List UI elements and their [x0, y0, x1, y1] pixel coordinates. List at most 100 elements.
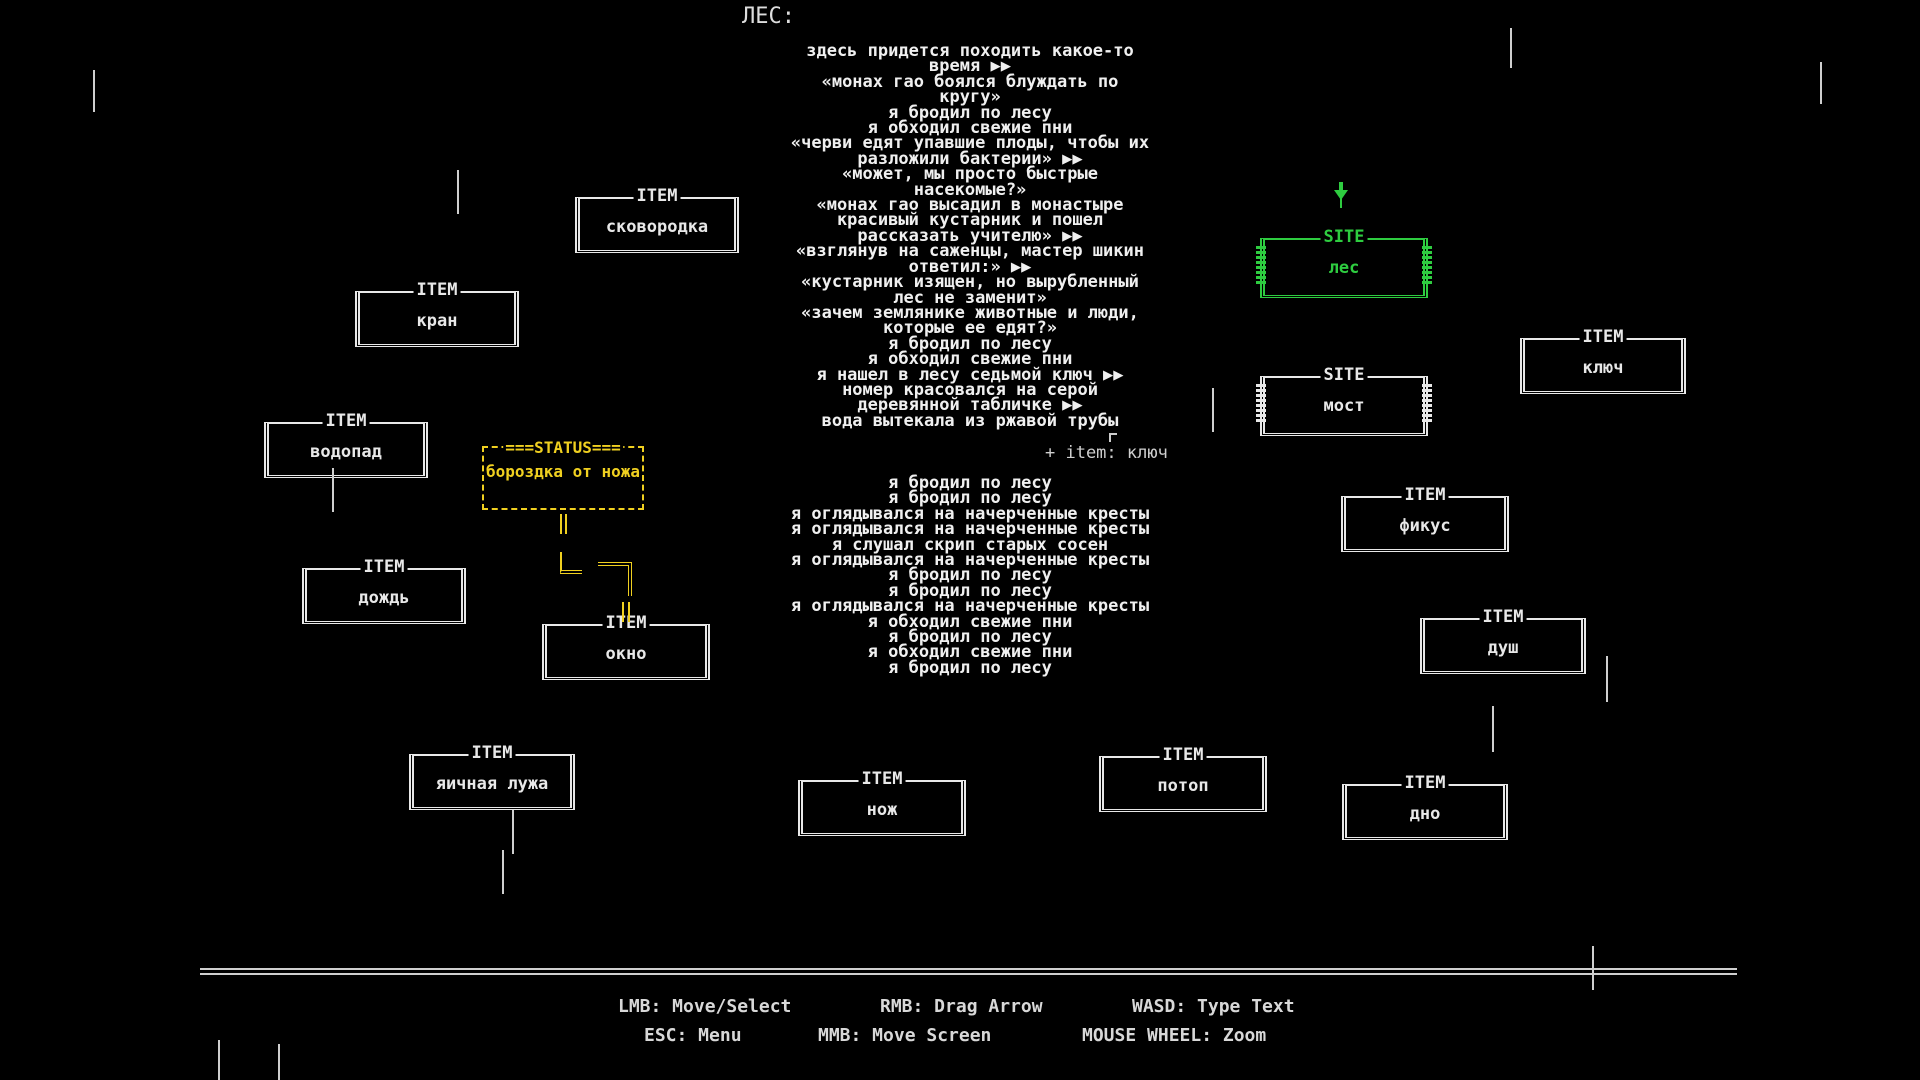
log-line: я бродил по лесу	[888, 627, 1052, 648]
log-line: я оглядывался на начерченные кресты	[790, 519, 1150, 540]
scratch-line	[502, 850, 504, 894]
log-top: здесь придется походить какое-то время ▶…	[730, 41, 1210, 431]
status-connector	[560, 552, 582, 574]
hint-lmb: LMB: Move/Select	[618, 996, 792, 1017]
site-node-header: SITE	[1320, 365, 1368, 385]
item-node-label: фикус	[1399, 516, 1451, 536]
item-node-label: окно	[605, 644, 647, 664]
item-node-vodopad[interactable]: ITEM водопад	[264, 411, 428, 478]
scratch-line	[512, 810, 514, 854]
status-connector	[622, 602, 630, 622]
item-node-klyuch[interactable]: ITEM ключ	[1520, 327, 1686, 394]
log-line: лес не заменит»	[893, 287, 1047, 308]
site-node-most[interactable]: SITE мост	[1256, 365, 1432, 436]
log-line: кругу»	[939, 87, 1001, 108]
log-line: я бродил по лесу	[888, 488, 1052, 509]
log-line: я обходил свежие пни	[867, 642, 1073, 663]
scratch-line	[218, 1040, 220, 1080]
status-node[interactable]: ===STATUS=== бороздка от ножа	[482, 438, 644, 510]
item-node-label: сковородка	[605, 217, 709, 237]
item-node-header: ITEM	[468, 743, 516, 763]
item-node-label: нож	[866, 800, 898, 820]
log-line: я оглядывался на начерченные кресты	[790, 596, 1150, 617]
item-node-kran[interactable]: ITEM кран	[355, 280, 519, 347]
scratch-line	[332, 468, 334, 512]
item-node-header: ITEM	[1401, 485, 1449, 505]
item-node-okno[interactable]: ITEM окно	[542, 613, 710, 680]
item-node-header: ITEM	[322, 411, 370, 431]
item-node-label: водопад	[310, 442, 382, 462]
item-node-header: ITEM	[360, 557, 408, 577]
log-line: деревянной табличке ▶▶	[857, 395, 1083, 416]
log-line: которые ее едят?»	[883, 318, 1057, 339]
item-node-dozhd[interactable]: ITEM дождь	[302, 557, 466, 624]
item-node-label: дно	[1409, 804, 1441, 824]
item-node-label: потоп	[1157, 776, 1209, 796]
site-node-label: лес	[1328, 258, 1360, 278]
item-added-note: + item: ключ	[1045, 433, 1168, 463]
log-line: «монах гао боялся блуждать по	[821, 71, 1119, 92]
site-node-les[interactable]: SITE лес	[1256, 227, 1432, 298]
item-node-header: ITEM	[602, 613, 650, 633]
site-node-header: SITE	[1320, 227, 1368, 247]
site-node-label: мост	[1323, 396, 1365, 416]
log-line: я оглядывался на начерченные кресты	[790, 503, 1150, 524]
scratch-line	[1510, 28, 1512, 68]
log-line: здесь придется походить какое-то	[806, 41, 1134, 61]
log-line: «кустарник изящен, но вырубленный	[801, 272, 1139, 293]
log-line: красивый кустарник и пошел	[836, 210, 1104, 231]
hint-wasd: WASD: Type Text	[1132, 996, 1295, 1017]
log-line: я обходил свежие пни	[867, 349, 1073, 370]
item-node-label: яичная лужа	[435, 774, 549, 794]
scratch-line	[1492, 706, 1494, 752]
item-node-header: ITEM	[413, 280, 461, 300]
log-line: я бродил по лесу	[888, 102, 1052, 123]
log-bottom: я бродил по лесу я бродил по лесу я огля…	[730, 474, 1210, 678]
log-line: я слушал скрип старых сосен	[831, 534, 1109, 555]
item-node-label: кран	[416, 311, 458, 331]
item-node-yaichnaya-luzha[interactable]: ITEM яичная лужа	[409, 743, 575, 810]
status-node-header: ===STATUS===	[503, 438, 623, 457]
log-line: я бродил по лесу	[888, 657, 1052, 678]
log-line: «взглянув на саженцы, мастер шикин	[796, 241, 1144, 262]
item-node-skovorodka[interactable]: ITEM сковородка	[575, 186, 739, 253]
hint-wheel: MOUSE WHEEL: Zoom	[1082, 1025, 1267, 1046]
item-node-label: дождь	[358, 588, 410, 608]
scratch-line	[1820, 62, 1822, 104]
status-node-label: бороздка от ножа	[485, 462, 641, 481]
log-line: вода вытекала из ржавой трубы	[821, 410, 1119, 431]
scratch-line	[1212, 388, 1214, 432]
status-connector	[560, 514, 567, 534]
item-node-header: ITEM	[1579, 327, 1627, 347]
log-line: «зачем землянике животные и люди,	[801, 302, 1139, 323]
item-node-header: ITEM	[1479, 607, 1527, 627]
log-line: я обходил свежие пни	[867, 611, 1073, 632]
item-node-label: ключ	[1582, 358, 1624, 378]
item-node-nozh[interactable]: ITEM нож	[798, 769, 966, 836]
item-node-potop[interactable]: ITEM потоп	[1099, 745, 1267, 812]
scratch-line	[93, 70, 95, 112]
item-node-label: душ	[1487, 638, 1519, 658]
item-node-header: ITEM	[633, 186, 681, 206]
status-connector	[598, 562, 632, 596]
log-line: «черви едят упавшие плоды, чтобы их	[790, 133, 1150, 154]
log-line: я обходил свежие пни	[867, 118, 1073, 139]
item-node-fikus[interactable]: ITEM фикус	[1341, 485, 1509, 552]
log-line: я бродил по лесу	[888, 333, 1052, 354]
hint-esc: ESC: Menu	[644, 1025, 742, 1046]
hint-rmb: RMB: Drag Arrow	[880, 996, 1043, 1017]
log-line: я оглядывался на начерченные кресты	[790, 550, 1150, 571]
pin-icon	[1334, 182, 1348, 208]
hint-mmb: MMB: Move Screen	[818, 1025, 992, 1046]
item-node-header: ITEM	[1401, 773, 1449, 793]
log-line: «монах гао высадил в монастыре	[816, 195, 1124, 216]
log-line: «может, мы просто быстрые	[842, 164, 1098, 185]
item-node-dno[interactable]: ITEM дно	[1342, 773, 1508, 840]
item-node-header: ITEM	[1159, 745, 1207, 765]
scratch-line	[1606, 656, 1608, 702]
item-node-header: ITEM	[858, 769, 906, 789]
item-node-dush[interactable]: ITEM душ	[1420, 607, 1586, 674]
log-line: насекомые?»	[913, 179, 1027, 200]
scene-title: ЛЕС:	[742, 4, 795, 29]
footer-divider	[200, 968, 1737, 975]
